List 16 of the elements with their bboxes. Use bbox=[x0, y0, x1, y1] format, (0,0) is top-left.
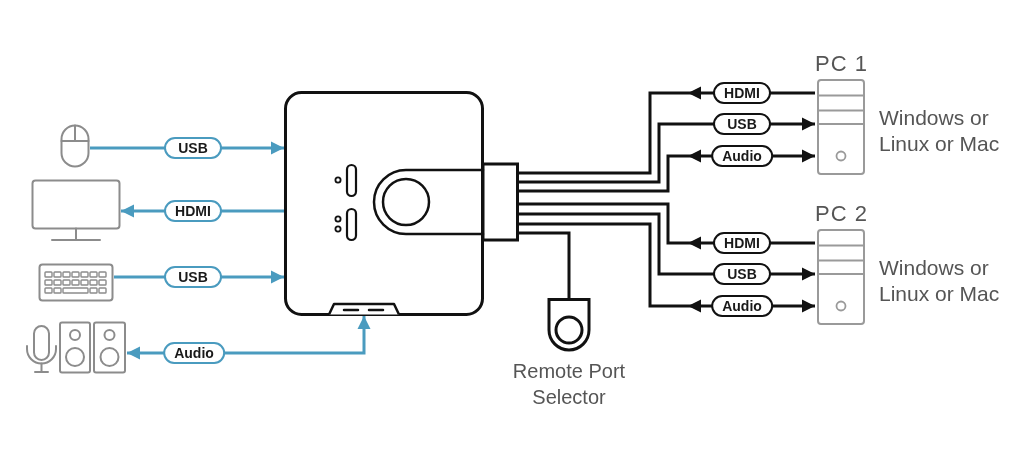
edge-label: USB bbox=[164, 266, 222, 288]
edge-label: HDMI bbox=[713, 232, 771, 254]
node-caption: Windows or Linux or Mac bbox=[879, 255, 1001, 307]
connector-line bbox=[519, 231, 571, 298]
edge-label: Audio bbox=[711, 295, 773, 317]
edge-label: HDMI bbox=[164, 200, 222, 222]
computer-title: PC 1 bbox=[815, 50, 867, 78]
edge-label: USB bbox=[713, 263, 771, 285]
edge-label: Audio bbox=[163, 342, 225, 364]
edge-label: Audio bbox=[711, 145, 773, 167]
edge-label: USB bbox=[164, 137, 222, 159]
edge-label: USB bbox=[713, 113, 771, 135]
computer-title: PC 2 bbox=[815, 200, 867, 228]
edge-label: HDMI bbox=[713, 82, 771, 104]
node-caption: Windows or Linux or Mac bbox=[879, 105, 1001, 157]
device-label: Remote Port Selector bbox=[511, 359, 627, 410]
